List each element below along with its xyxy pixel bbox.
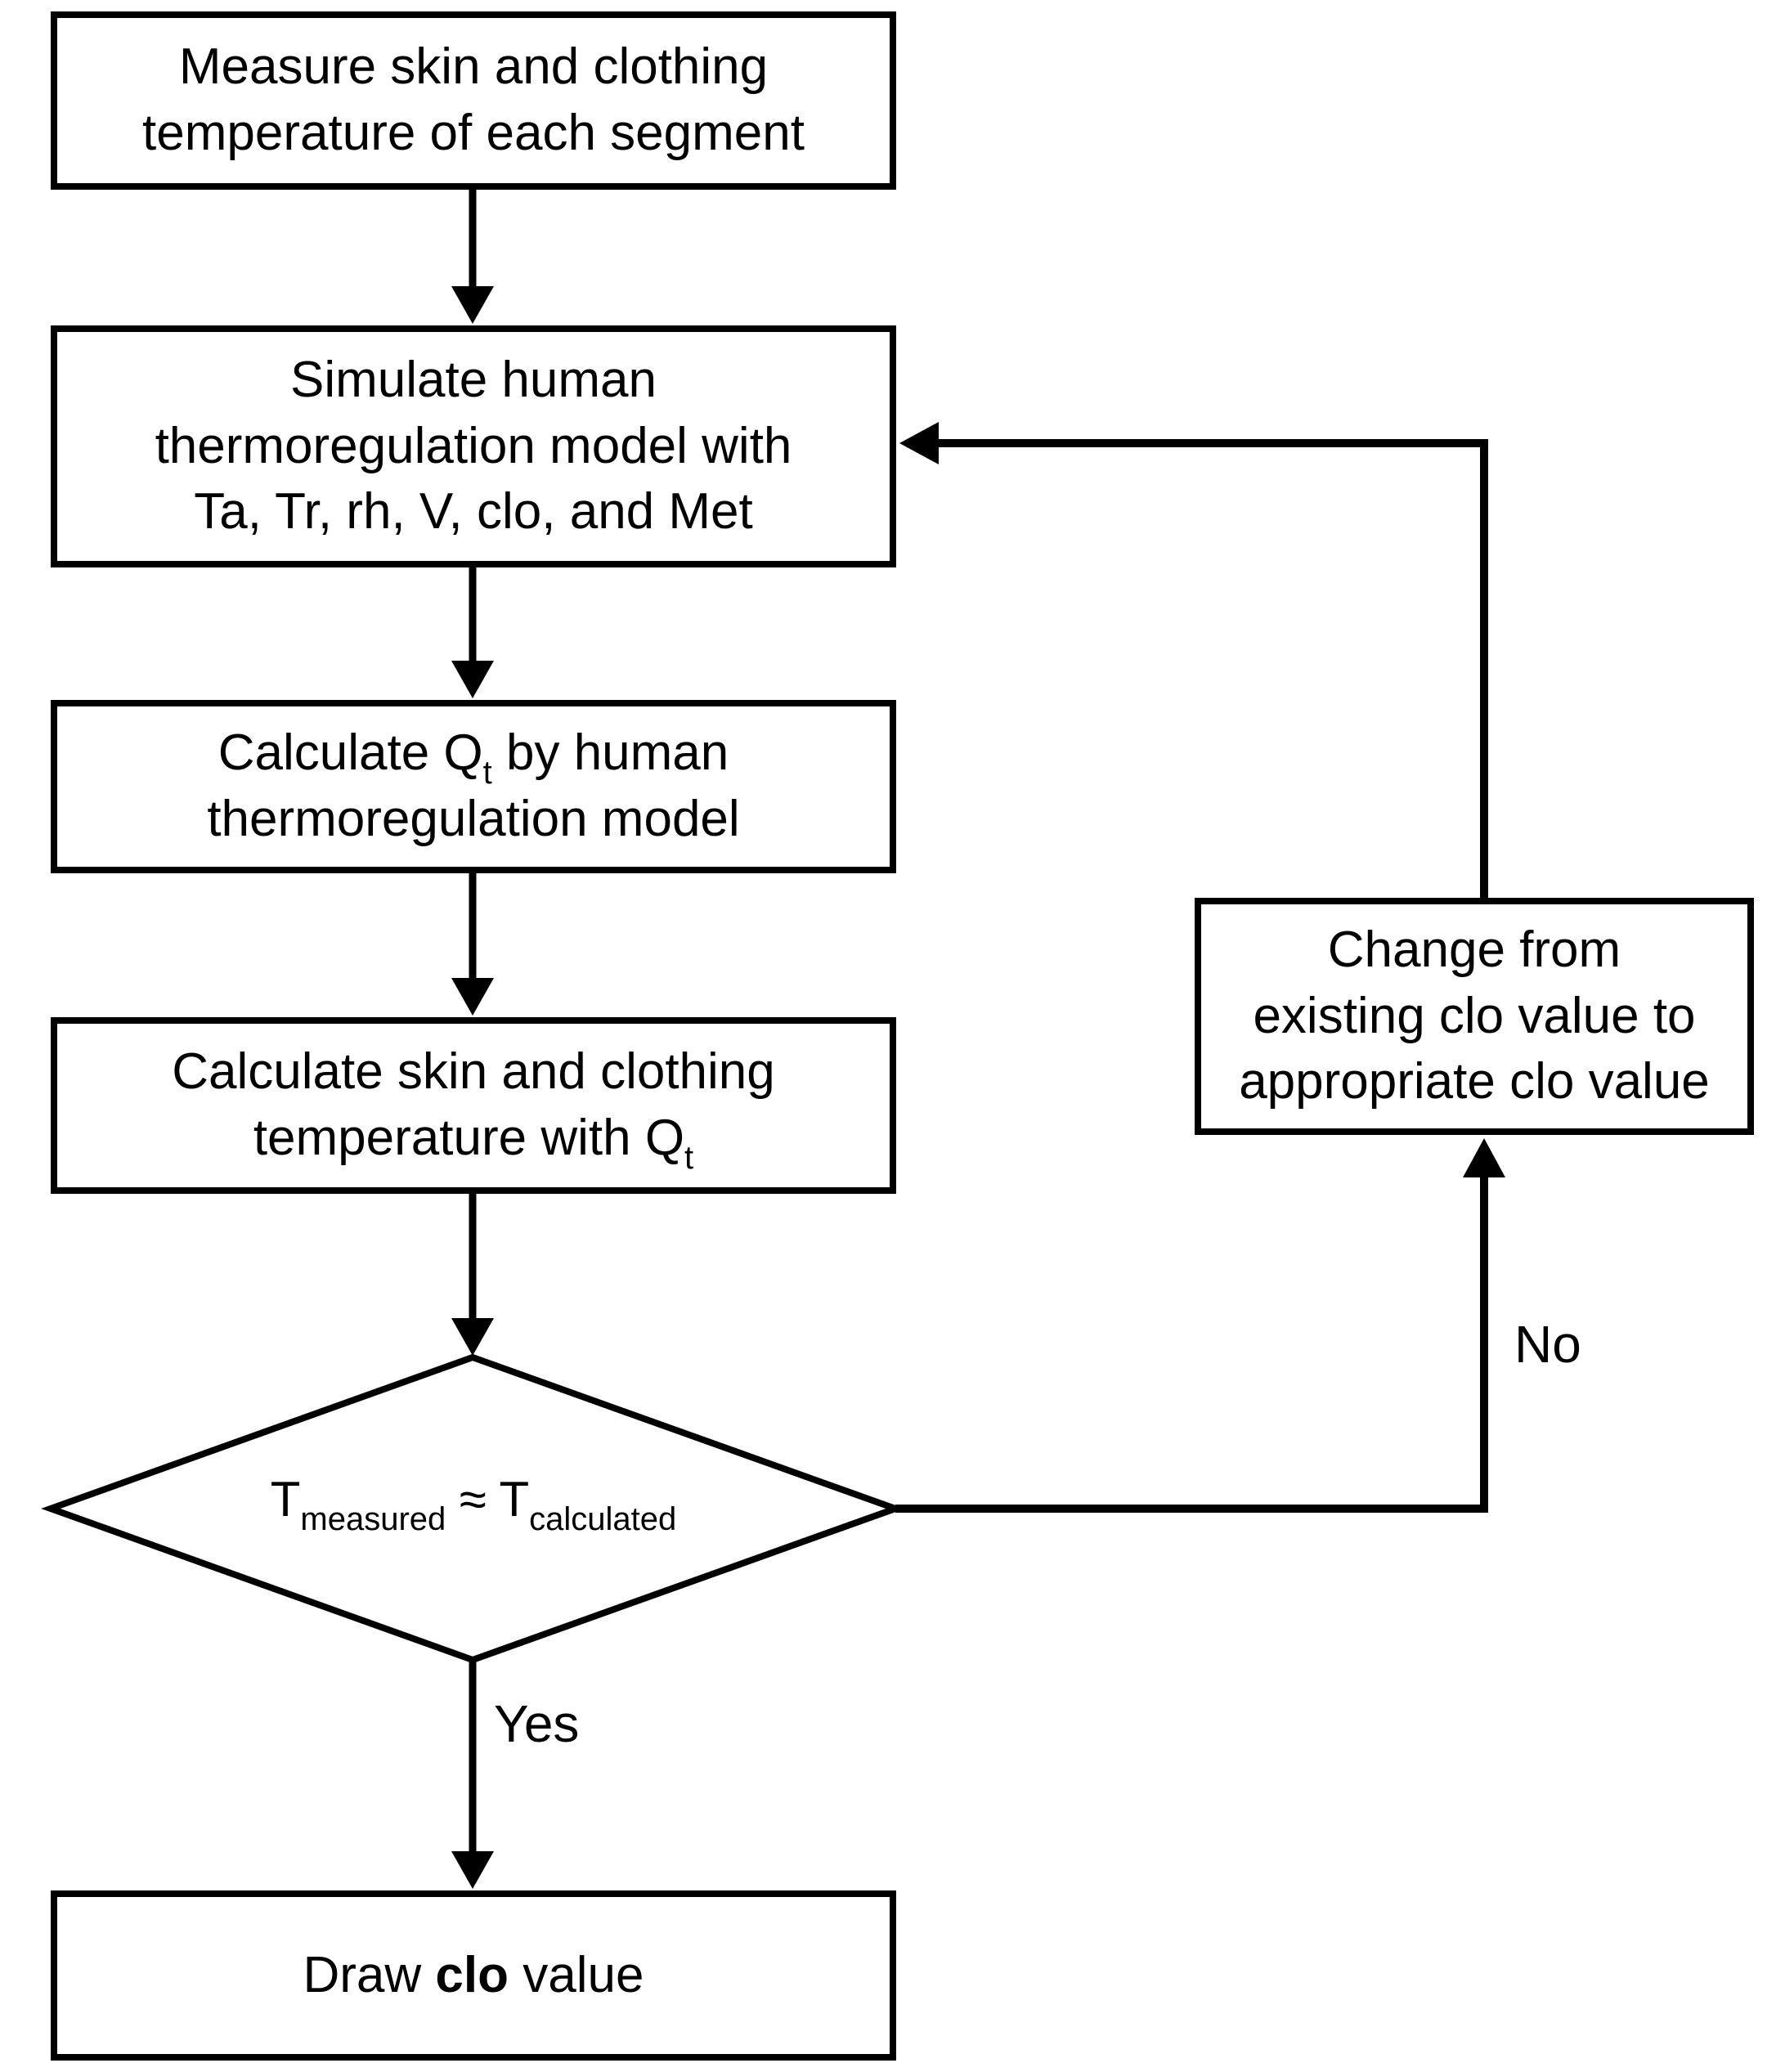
node-simulate-line2: thermoregulation model with: [155, 417, 792, 474]
calculated-subscript: calculated: [529, 1501, 677, 1537]
node-simulate-line1: Simulate human: [289, 352, 657, 409]
node-change-clo-value: Change from existing clo value to approp…: [1195, 898, 1754, 1135]
node-change-line3: appropriate clo value: [1239, 1053, 1710, 1110]
node-calculate-skin-clothing-temp: Calculate skin and clothing temperature …: [51, 1017, 896, 1194]
node-calculate-temp-line1: Calculate skin and clothing: [172, 1043, 775, 1101]
node-calculate-qt-line2: thermoregulation model: [207, 791, 740, 847]
node-calculate-temp-line2: temperature with Qt: [253, 1110, 694, 1176]
node-measure-line2: temperature of each segment: [142, 105, 805, 161]
arrow-calculate-temp-to-decision: [451, 1192, 494, 1356]
node-calculate-qt: Calculate Qt by human thermoregulation m…: [51, 700, 896, 873]
node-simulate-line3: Ta, Tr, rh, V, clo, and Met: [194, 483, 753, 540]
arrow-no-decision-to-change: [895, 1138, 1505, 1513]
node-measure-line1: Measure skin and clothing: [178, 38, 769, 96]
clo-bold-text: clo: [435, 1946, 509, 2003]
arrow-change-to-simulate: [899, 422, 1488, 898]
qt-subscript: t: [684, 1140, 694, 1176]
measured-subscript: measured: [300, 1501, 446, 1537]
node-change-line2: existing clo value to: [1253, 987, 1696, 1044]
node-calculate-qt-line1: Calculate Qt by human: [218, 724, 729, 792]
node-change-line1: Change from: [1327, 922, 1621, 979]
node-draw-line1: Draw clo value: [303, 1946, 644, 2003]
arrow-simulate-to-calculate-qt: [451, 566, 494, 698]
node-decision-temperature-match: Tmeasured ≈ Tcalculated: [270, 1472, 677, 1537]
arrow-yes-decision-to-draw: [451, 1660, 494, 1889]
arrow-measure-to-simulate: [451, 188, 494, 324]
node-simulate-model: Simulate human thermoregulation model wi…: [51, 325, 896, 567]
node-measure-temperature: Measure skin and clothing temperature of…: [51, 11, 896, 190]
label-no: No: [1514, 1315, 1581, 1374]
arrow-calculate-qt-to-calculate-temp: [451, 872, 494, 1016]
label-yes: Yes: [494, 1694, 580, 1753]
node-draw-clo-value: Draw clo value: [51, 1890, 896, 2061]
qt-subscript: t: [482, 755, 492, 792]
